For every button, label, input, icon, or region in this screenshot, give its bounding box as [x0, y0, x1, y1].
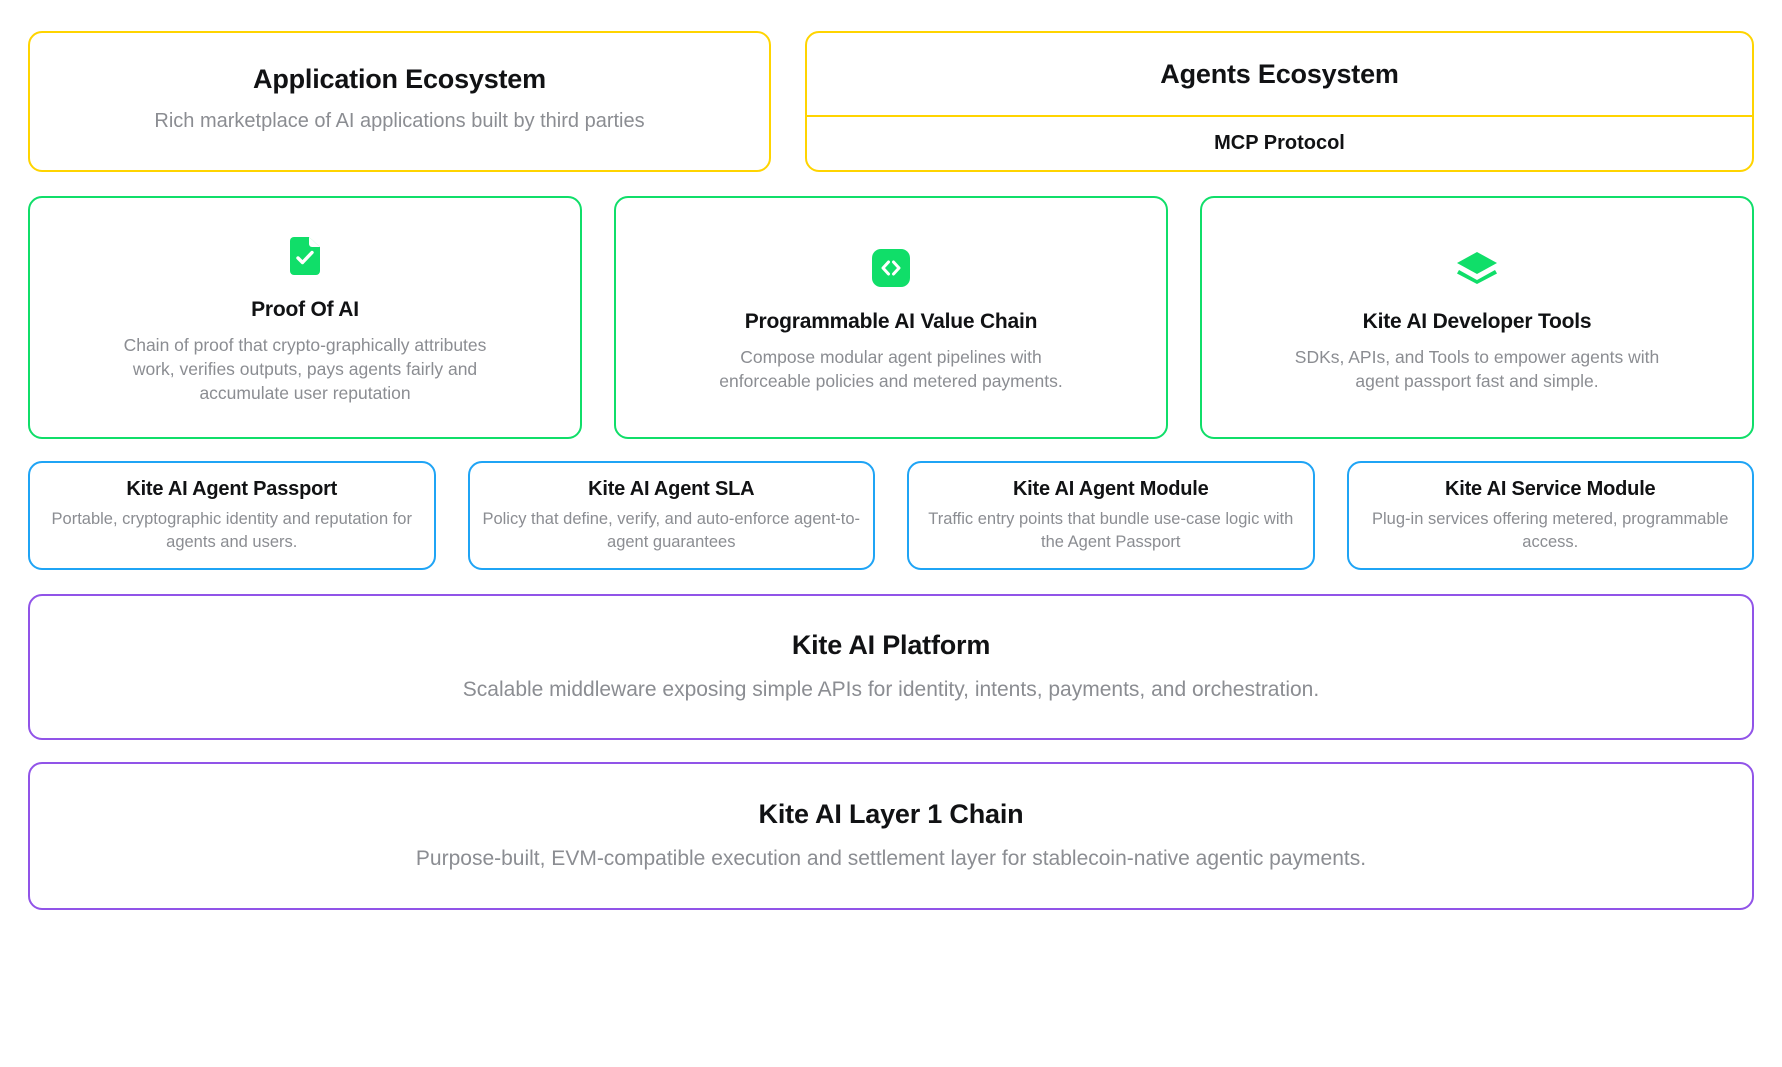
- agents-ecosystem-header: Agents Ecosystem: [807, 33, 1752, 117]
- module-card-kite-ai-service-module[interactable]: Kite AI Service Module Plug-in services …: [1346, 461, 1754, 570]
- module-card-kite-ai-agent-module[interactable]: Kite AI Agent Module Traffic entry point…: [907, 461, 1315, 570]
- code-brackets-icon: [872, 248, 910, 288]
- platform-title: Kite AI Platform: [791, 629, 991, 660]
- pillar-title: Programmable AI Value Chain: [744, 309, 1038, 333]
- pillar-card-kite-ai-developer-tools[interactable]: Kite AI Developer Tools SDKs, APIs, and …: [1200, 196, 1754, 439]
- kite-ai-layer-1-chain-card[interactable]: Kite AI Layer 1 Chain Purpose-built, EVM…: [28, 762, 1754, 910]
- module-card-kite-ai-agent-sla[interactable]: Kite AI Agent SLA Policy that define, ve…: [467, 461, 875, 570]
- pillars-row: Proof Of AI Chain of proof that crypto-g…: [28, 196, 1754, 439]
- ecosystem-row: Application Ecosystem Rich marketplace o…: [28, 31, 1754, 172]
- pillar-description: Chain of proof that crypto-graphically a…: [123, 334, 487, 404]
- pillar-description: SDKs, APIs, and Tools to empower agents …: [1294, 346, 1660, 391]
- module-title: Kite AI Agent Passport: [126, 477, 338, 500]
- module-description: Plug-in services offering metered, progr…: [1372, 509, 1729, 551]
- agents-ecosystem-title: Agents Ecosystem: [1160, 58, 1399, 89]
- pillar-card-proof-of-ai[interactable]: Proof Of AI Chain of proof that crypto-g…: [28, 196, 582, 439]
- module-card-kite-ai-agent-passport[interactable]: Kite AI Agent Passport Portable, cryptog…: [28, 461, 436, 570]
- agents-ecosystem-card[interactable]: Agents Ecosystem MCP Protocol: [805, 31, 1754, 172]
- kite-ai-platform-card[interactable]: Kite AI Platform Scalable middleware exp…: [28, 594, 1754, 740]
- document-check-icon: [290, 236, 320, 276]
- modules-row: Kite AI Agent Passport Portable, cryptog…: [28, 461, 1754, 570]
- chain-title: Kite AI Layer 1 Chain: [758, 798, 1024, 829]
- mcp-protocol-label: MCP Protocol: [1214, 132, 1345, 154]
- module-title: Kite AI Agent SLA: [588, 477, 755, 500]
- layers-icon: [1456, 248, 1498, 288]
- platform-description: Scalable middleware exposing simple APIs…: [462, 677, 1320, 701]
- pillar-title: Kite AI Developer Tools: [1362, 309, 1592, 333]
- module-description: Traffic entry points that bundle use-cas…: [928, 509, 1294, 551]
- mcp-protocol-strip[interactable]: MCP Protocol: [807, 117, 1752, 170]
- module-description: Portable, cryptographic identity and rep…: [51, 509, 412, 551]
- module-description: Policy that define, verify, and auto-enf…: [482, 509, 861, 551]
- application-ecosystem-title: Application Ecosystem: [253, 63, 546, 94]
- module-title: Kite AI Agent Module: [1012, 477, 1209, 500]
- pillar-description: Compose modular agent pipelines with enf…: [719, 346, 1063, 391]
- application-ecosystem-description: Rich marketplace of AI applications buil…: [154, 109, 645, 132]
- pillar-title: Proof Of AI: [251, 297, 359, 321]
- chain-description: Purpose-built, EVM-compatible execution …: [415, 846, 1367, 870]
- application-ecosystem-card[interactable]: Application Ecosystem Rich marketplace o…: [28, 31, 771, 172]
- pillar-card-programmable-ai-value-chain[interactable]: Programmable AI Value Chain Compose modu…: [614, 196, 1168, 439]
- module-title: Kite AI Service Module: [1445, 477, 1656, 500]
